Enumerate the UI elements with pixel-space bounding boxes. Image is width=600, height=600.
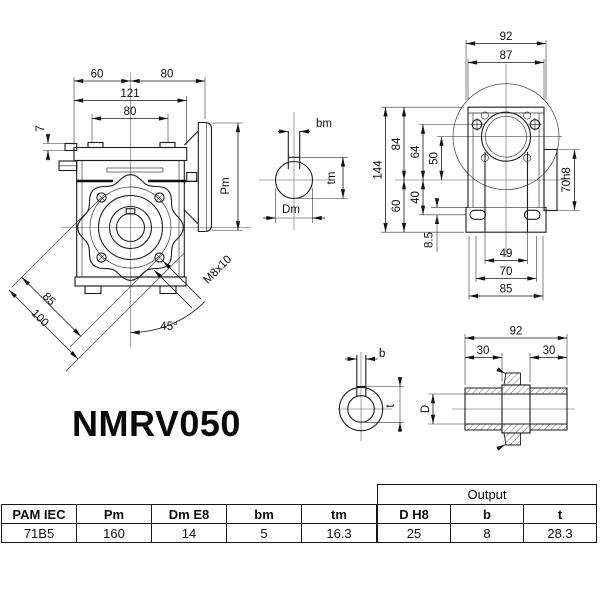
spec-header-tm: tm: [301, 504, 377, 524]
dim-label-80-top: 80: [161, 69, 174, 81]
output-value-b: 8: [450, 523, 524, 543]
dim-label-144: 144: [373, 160, 385, 180]
front-view-body-geometry: [58, 141, 199, 295]
dim-label-7: 7: [35, 125, 47, 131]
dim-label-92-side: 92: [500, 31, 513, 43]
output-shaft-section: b t: [338, 326, 575, 451]
hollow-shaft-dimensions: 92 30 30 D: [420, 326, 568, 425]
spec-header-bm: bm: [226, 504, 302, 524]
input-shaft-section: bm tm Dm: [259, 112, 348, 230]
side-view-body-geometry: [452, 83, 560, 233]
output-bore-section: b t: [338, 348, 404, 441]
dim-label-tm: tm: [326, 172, 338, 185]
front-view-dimensions: 60 80 121 80 7 Pm: [8, 69, 243, 372]
dim-label-30-right: 30: [543, 345, 556, 357]
output-table-header-row: D H8 b t: [377, 504, 597, 524]
dim-label-49: 49: [500, 248, 513, 260]
output-group-header: Output: [377, 484, 597, 505]
output-value-d-h8: 25: [377, 523, 451, 543]
dim-label-50: 50: [429, 152, 441, 165]
dim-label-60: 60: [91, 69, 104, 81]
dim-label-dm: Dm: [282, 204, 300, 216]
dim-label-84: 84: [391, 137, 403, 150]
model-title: NMRV050: [72, 403, 241, 444]
dim-label-100-diag: 100: [29, 307, 51, 329]
input-shaft-dimensions: bm tm Dm: [263, 118, 348, 223]
dim-label-b: b: [379, 348, 385, 360]
side-view-centerlines: [395, 64, 566, 257]
spec-value-pm: 160: [76, 523, 152, 543]
spec-value-dm: 14: [151, 523, 227, 543]
dim-label-87: 87: [500, 50, 513, 62]
output-table-group-row: Output: [377, 484, 597, 505]
output-table-value-row: 25 8 28.3: [377, 523, 597, 543]
front-view-centerlines: [62, 72, 250, 347]
output-table: Output D H8 b t 25 8 28.3: [377, 484, 597, 543]
spec-header-dm: Dm E8: [151, 504, 227, 524]
dim-label-92-shaft: 92: [510, 326, 523, 338]
dim-label-64: 64: [410, 145, 422, 158]
spec-header-pam-iec: PAM IEC: [1, 504, 77, 524]
dim-label-8p5: 8.5: [424, 232, 436, 248]
spec-value-bm: 5: [226, 523, 302, 543]
spec-header-pm: Pm: [76, 504, 152, 524]
dim-label-121: 121: [120, 88, 139, 100]
dim-label-40: 40: [410, 191, 422, 204]
dim-label-m8x10: M8x10: [201, 253, 234, 286]
front-view-flange: [77, 174, 184, 281]
dim-label-pm: Pm: [220, 177, 232, 194]
output-value-t: 28.3: [523, 523, 597, 543]
output-header-d-h8: D H8: [377, 504, 451, 524]
dim-label-D: D: [420, 405, 432, 413]
dim-label-80-inner: 80: [124, 106, 137, 118]
hollow-shaft-geometry: [452, 367, 575, 451]
side-view: 92 87 144 84 60 64 40 50 8.5: [373, 31, 580, 300]
dim-label-60-side: 60: [391, 200, 403, 213]
dim-label-85-diag: 85: [40, 291, 58, 309]
dim-label-70: 70: [500, 266, 513, 278]
front-view: 60 80 121 80 7 Pm: [8, 69, 250, 372]
output-header-t: t: [523, 504, 597, 524]
dim-label-85-base: 85: [500, 284, 513, 296]
dim-label-30-left: 30: [477, 345, 490, 357]
spec-table-value-row: 71B5 160 14 5 16.3: [1, 523, 377, 543]
dim-label-t: t: [385, 404, 397, 408]
dim-label-70h8: 70h8: [561, 167, 573, 193]
spec-table-header-row: PAM IEC Pm Dm E8 bm tm: [1, 504, 377, 524]
side-view-dimensions: 92 87 144 84 60 64 40 50 8.5: [373, 31, 580, 300]
spec-value-pam-iec: 71B5: [1, 523, 77, 543]
spec-value-tm: 16.3: [301, 523, 377, 543]
spec-table: PAM IEC Pm Dm E8 bm tm 71B5 160 14 5 16.…: [1, 504, 377, 543]
front-view-motor-flange: [183, 121, 213, 233]
dim-label-45deg: 45°: [160, 321, 177, 333]
output-header-b: b: [450, 504, 524, 524]
dim-label-bm: bm: [316, 118, 332, 130]
